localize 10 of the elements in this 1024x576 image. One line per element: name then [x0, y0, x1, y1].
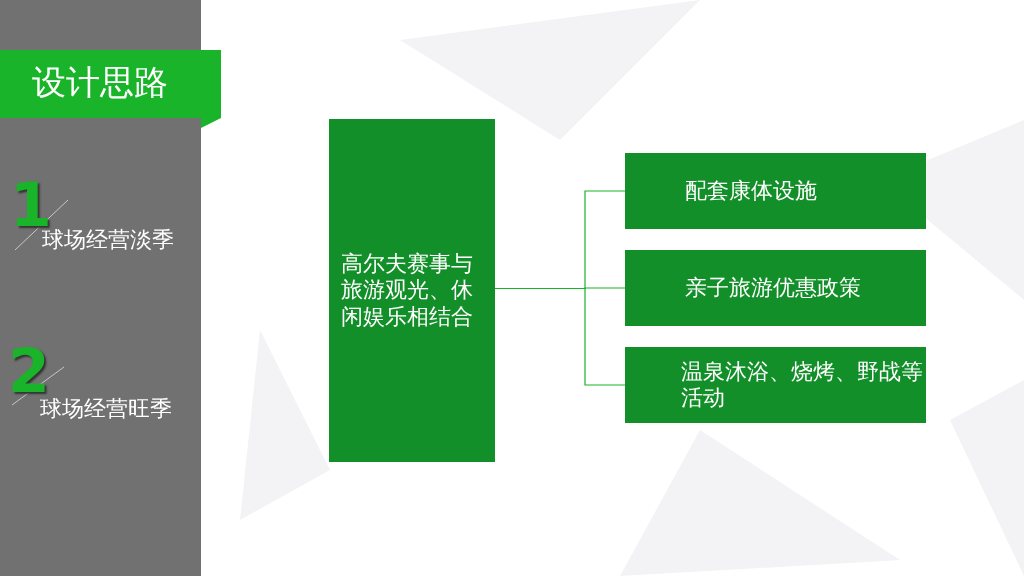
box-text: 温泉沐浴、烧烤、野战等活动	[681, 358, 924, 412]
process-box	[625, 153, 926, 229]
box-text: 配套康体设施	[685, 177, 817, 205]
process-box	[329, 119, 495, 462]
title: 设计思路	[32, 61, 168, 104]
process-box	[625, 250, 926, 326]
box-text: 亲子旅游优惠政策	[685, 274, 861, 302]
process-box	[625, 347, 926, 423]
box-text: 高尔夫赛事与旅游观光、休闲娱乐相结合	[341, 250, 474, 331]
connector-line	[494, 287, 626, 386]
